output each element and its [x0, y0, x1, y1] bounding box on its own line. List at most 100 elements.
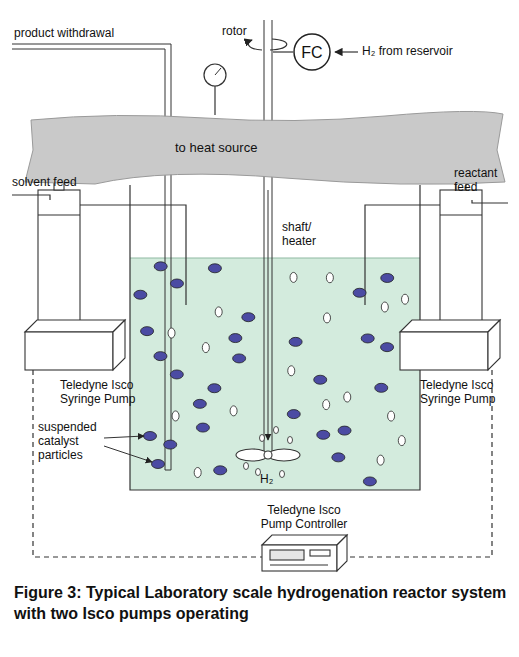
pressure-gauge — [215, 68, 221, 75]
pump-controller-outline — [262, 535, 347, 571]
gas-bubble — [288, 437, 293, 444]
flow-controller: FC — [293, 33, 331, 71]
heat-source-band: to heat source — [25, 110, 505, 185]
catalyst-particle — [154, 262, 167, 271]
heat-band-shape — [25, 111, 505, 184]
gas-bubble — [288, 366, 295, 376]
catalyst-particle — [164, 440, 177, 449]
catalyst-particle — [314, 375, 327, 384]
product-withdrawal-pipe — [12, 49, 171, 470]
catalyst-particle — [317, 430, 330, 439]
feed-line — [80, 205, 186, 305]
catalyst-particle — [170, 279, 183, 288]
node-text: FC — [301, 43, 322, 62]
feed-line — [12, 195, 50, 200]
reactor-vessel — [130, 185, 420, 490]
gas-inlet-label: H₂ from reservoir — [362, 44, 512, 58]
reactor-vessel — [130, 185, 420, 490]
catalyst-particle — [381, 273, 394, 282]
reactor-vessel — [130, 258, 420, 259]
feed-line — [472, 200, 508, 203]
gas-bubble — [168, 328, 175, 338]
pipe-label: product withdrawal — [14, 26, 174, 40]
gas-bubble — [230, 406, 237, 416]
figure-caption: Figure 3: Typical Laboratory scale hydro… — [14, 582, 509, 624]
impeller — [236, 449, 268, 461]
catalyst-particle — [144, 432, 157, 441]
gas-bubble — [280, 471, 285, 478]
leader-line — [104, 436, 152, 462]
node-label: Teledyne Isco Syringe Pump — [420, 378, 500, 406]
product-withdrawal-pipe — [12, 44, 171, 470]
syringe-pump-column — [440, 214, 482, 215]
node-text: to heat source — [175, 140, 257, 156]
impeller — [264, 451, 272, 459]
shaft-heater — [273, 51, 293, 52]
product-withdrawal-pipe — [12, 44, 171, 470]
catalyst-particle — [375, 383, 388, 392]
catalyst-particle — [196, 423, 209, 432]
catalyst-particle — [242, 313, 255, 322]
syringe-pump-outline — [400, 320, 500, 370]
impeller — [236, 449, 300, 461]
catalyst-particle — [353, 288, 366, 297]
gas-bubble — [324, 313, 331, 323]
catalyst-particle — [134, 290, 147, 299]
pump-base-shape — [400, 320, 500, 370]
node-label: Teledyne Isco Syringe Pump — [60, 378, 140, 406]
shaft-heater — [272, 20, 273, 452]
pressure-gauge — [204, 64, 226, 86]
pump-base-shape — [25, 320, 125, 370]
reactor-vessel — [130, 185, 420, 490]
gas-bubble — [323, 400, 330, 410]
impeller — [268, 449, 300, 461]
gas-bubble — [256, 469, 261, 476]
syringe-pump: Teledyne Isco Syringe Pump — [25, 320, 125, 370]
pressure-gauge — [214, 86, 215, 115]
gas-bubble — [260, 435, 265, 442]
gas-bubble — [202, 343, 209, 353]
gas-bubble — [344, 392, 351, 402]
catalyst-particle — [193, 399, 206, 408]
catalyst-particle — [289, 337, 302, 346]
rotor-arrow — [248, 39, 286, 50]
liquid — [130, 258, 420, 490]
gas-bubble — [402, 294, 409, 304]
catalyst-particle — [363, 477, 376, 486]
syringe-pump-column — [38, 214, 80, 215]
catalyst-particle — [208, 384, 221, 393]
gas-bubble — [377, 455, 384, 465]
rotor-label: rotor — [222, 24, 262, 38]
feed-label: solvent feed — [12, 175, 112, 189]
gas-bubble — [326, 273, 333, 283]
catalyst-particle — [141, 327, 154, 336]
particle-label: suspended catalyst particles — [38, 420, 110, 462]
pump-controller: Teledyne Isco Pump Controller — [262, 535, 347, 571]
shaft-label: shaft/ heater — [282, 220, 324, 248]
control-cable — [33, 370, 262, 557]
syringe-pump-column — [38, 166, 482, 322]
catalyst-particle — [361, 334, 374, 343]
feed-line — [365, 205, 440, 305]
rotor-arrow — [248, 39, 286, 50]
gas-bubble — [290, 272, 297, 282]
gas-label: H₂ — [260, 472, 290, 486]
catalyst-particle — [214, 466, 227, 475]
syringe-pump-column — [440, 190, 482, 322]
gas-bubble — [381, 302, 388, 312]
catalyst-particle — [338, 426, 351, 435]
catalyst-particle — [287, 410, 300, 419]
catalyst-particle — [152, 460, 165, 469]
catalyst-particle — [208, 264, 221, 273]
gas-bubble — [244, 463, 249, 470]
heat-source-band-outline — [25, 110, 505, 185]
catalyst-particles — [134, 262, 409, 486]
catalyst-particle — [170, 370, 183, 379]
gas-bubble — [215, 307, 222, 317]
syringe-pump-outline — [25, 320, 125, 370]
controller-circle — [294, 34, 330, 70]
catalyst-particle — [381, 343, 394, 352]
controller-shape — [262, 535, 347, 571]
gas-bubble — [194, 468, 201, 478]
